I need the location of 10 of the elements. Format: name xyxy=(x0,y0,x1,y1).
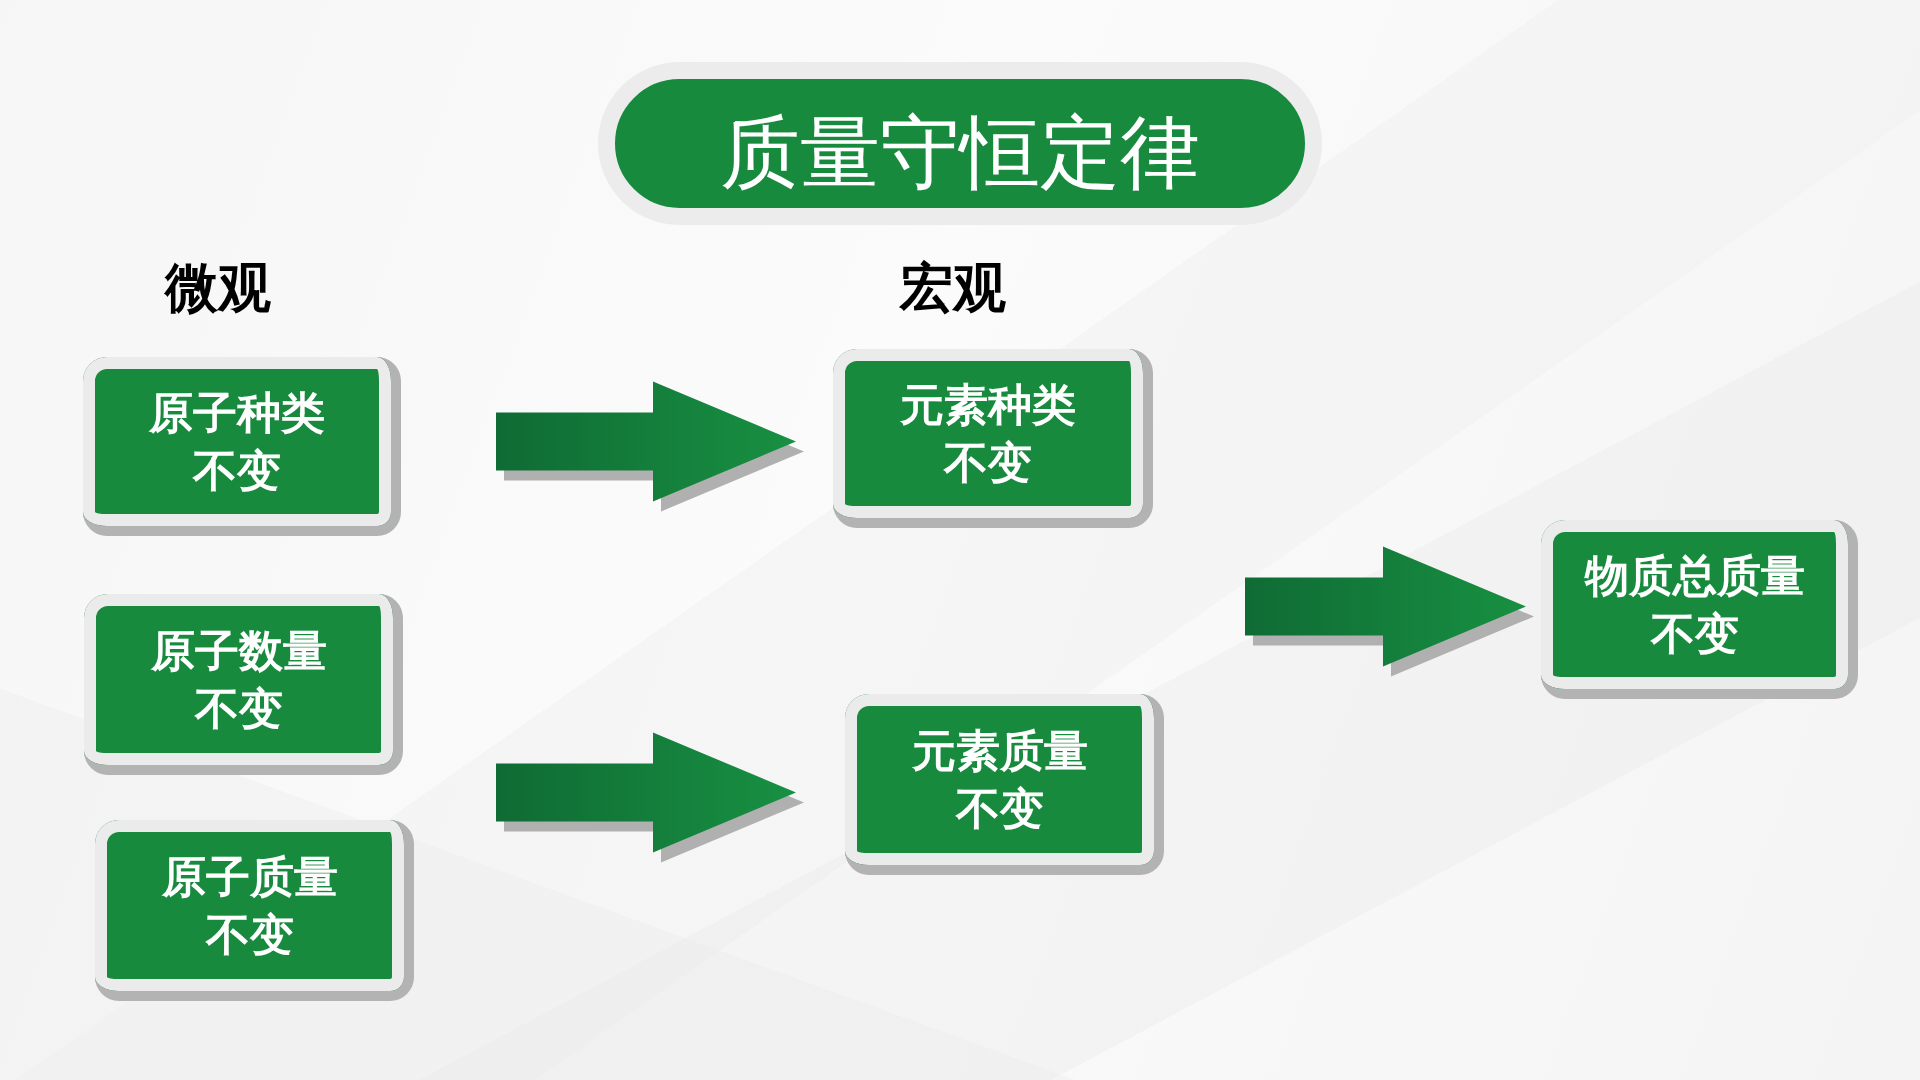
process-box: 元素种类不变 xyxy=(833,349,1153,528)
process-box: 原子数量不变 xyxy=(84,594,403,775)
process-box: 原子种类不变 xyxy=(83,357,401,536)
block-arrow xyxy=(496,381,804,512)
process-box: 元素质量不变 xyxy=(845,694,1164,875)
block-arrow xyxy=(1245,546,1534,677)
block-arrow xyxy=(496,732,804,863)
title: 质量守恒定律 xyxy=(598,62,1322,225)
process-box: 原子质量不变 xyxy=(95,820,414,1001)
process-box: 物质总质量不变 xyxy=(1541,520,1858,699)
